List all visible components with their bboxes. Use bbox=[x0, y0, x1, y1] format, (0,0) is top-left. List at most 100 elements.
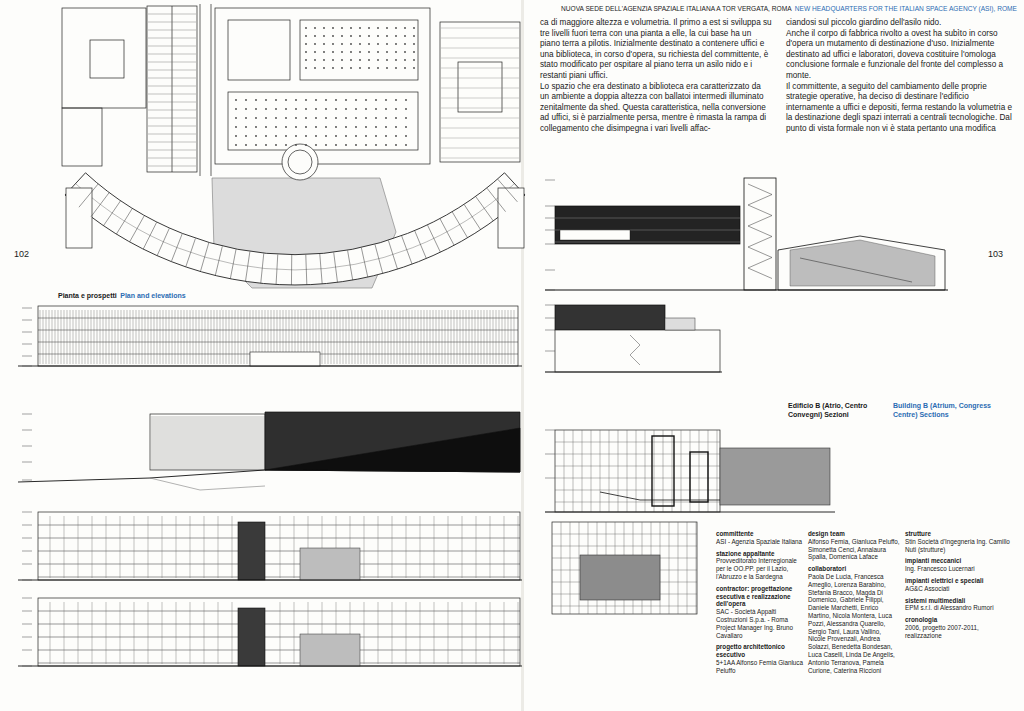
drawing-line bbox=[545, 372, 555, 373]
drawing-line bbox=[555, 466, 720, 467]
drawing-line bbox=[350, 51, 352, 53]
drawing-line bbox=[350, 43, 352, 45]
drawing-line bbox=[238, 416, 239, 470]
drawing-line bbox=[291, 255, 292, 285]
drawing-line bbox=[134, 516, 135, 578]
drawing-line bbox=[406, 602, 407, 664]
drawing-line bbox=[265, 135, 267, 137]
drawing-line bbox=[216, 416, 217, 470]
drawing-line bbox=[148, 118, 196, 119]
drawing-line bbox=[235, 99, 237, 101]
figure-caption: Building B (Atrium, Congress Centre) Sec… bbox=[893, 402, 993, 419]
drawing-line bbox=[300, 548, 360, 580]
drawing-line bbox=[386, 67, 388, 69]
drawing-line bbox=[325, 126, 327, 128]
drawing-line bbox=[240, 416, 241, 470]
drawing-line bbox=[600, 492, 720, 500]
drawing-line bbox=[282, 144, 318, 180]
drawing-line bbox=[413, 27, 415, 29]
drawing-line bbox=[377, 35, 379, 37]
drawing-line bbox=[265, 126, 267, 128]
drawing-line bbox=[295, 126, 297, 128]
drawing-line bbox=[498, 179, 518, 202]
drawing-line bbox=[275, 99, 277, 101]
drawing-line bbox=[314, 59, 316, 61]
drawing-line bbox=[345, 117, 347, 119]
drawing-line bbox=[355, 99, 357, 101]
drawing-line bbox=[314, 67, 316, 69]
running-header: NUOVA SEDE DELL'AGENZIA SPAZIALE ITALIAN… bbox=[533, 5, 1017, 13]
drawing-line bbox=[332, 67, 334, 69]
drawing-line bbox=[150, 478, 265, 490]
drawing-line bbox=[305, 126, 307, 128]
drawing-line bbox=[198, 416, 199, 470]
drawing-line bbox=[345, 99, 347, 101]
drawing-line bbox=[378, 516, 379, 578]
drawing-line bbox=[375, 117, 377, 119]
drawing-line bbox=[395, 99, 397, 101]
drawing-line bbox=[368, 59, 370, 61]
drawing-line bbox=[402, 236, 412, 264]
credit-line: committente bbox=[716, 530, 804, 538]
drawing-line bbox=[275, 144, 277, 146]
drawing-line bbox=[156, 416, 157, 470]
drawing-line bbox=[341, 59, 343, 61]
drawing-line bbox=[305, 99, 307, 101]
drawing-line bbox=[334, 253, 338, 283]
drawing-line bbox=[295, 99, 297, 101]
level-marks bbox=[22, 512, 32, 580]
drawing-line bbox=[441, 58, 519, 59]
drawing-line bbox=[275, 117, 277, 119]
drawing-line bbox=[214, 416, 215, 470]
drawing-line bbox=[377, 27, 379, 29]
drawing-line bbox=[580, 555, 660, 600]
drawing-line bbox=[545, 478, 555, 479]
running-header-text: NUOVA SEDE DELL'AGENZIA SPAZIALE ITALIAN… bbox=[561, 5, 792, 12]
drawing-line bbox=[265, 428, 520, 472]
drawing-line bbox=[148, 94, 196, 95]
drawing-line bbox=[65, 173, 525, 285]
drawing-line bbox=[395, 144, 397, 146]
floor-lines bbox=[148, 14, 196, 166]
drawing-line bbox=[441, 108, 519, 109]
drawing-line bbox=[188, 416, 189, 470]
drawing-line bbox=[285, 135, 287, 137]
drawing-line bbox=[744, 178, 776, 290]
drawing-line bbox=[555, 330, 720, 372]
drawing-line bbox=[184, 416, 185, 470]
drawing-line bbox=[255, 126, 257, 128]
drawing-line bbox=[314, 51, 316, 53]
drawing-line bbox=[200, 416, 201, 470]
drawing-line bbox=[627, 430, 628, 512]
drawing-line bbox=[609, 430, 610, 512]
drawing-line bbox=[315, 135, 317, 137]
drawing-line bbox=[395, 117, 397, 119]
figure-caption-text: Edificio B (Atrio, Centro Convegni) Sezi… bbox=[788, 402, 884, 419]
drawing-line bbox=[235, 144, 237, 146]
drawing-line bbox=[38, 538, 520, 539]
drawing-line bbox=[545, 512, 835, 513]
drawing-line bbox=[148, 86, 196, 87]
drawing-line bbox=[22, 637, 32, 638]
drawing-line bbox=[211, 4, 212, 176]
drawing-line bbox=[395, 43, 397, 45]
drawing-line bbox=[385, 135, 387, 137]
drawing-line bbox=[665, 318, 695, 330]
drawing-line bbox=[294, 516, 295, 578]
drawing-line bbox=[172, 6, 173, 172]
drawing-line bbox=[148, 78, 196, 79]
drawing-line bbox=[377, 43, 379, 45]
drawing-line bbox=[245, 126, 247, 128]
drawing-line bbox=[545, 290, 555, 291]
drawing-line bbox=[368, 67, 370, 69]
body-column: ciandosi sul piccolo giardino dell'asilo… bbox=[786, 18, 1014, 135]
drawing-line bbox=[245, 108, 247, 110]
drawing-line bbox=[171, 234, 182, 262]
drawing-line bbox=[285, 117, 287, 119]
drawing-line bbox=[415, 231, 427, 259]
drawing-line bbox=[591, 430, 592, 512]
drawing-line bbox=[147, 6, 197, 172]
drawing-line bbox=[365, 117, 367, 119]
drawing-line bbox=[38, 650, 520, 651]
page-number-text: 102 bbox=[14, 249, 44, 260]
